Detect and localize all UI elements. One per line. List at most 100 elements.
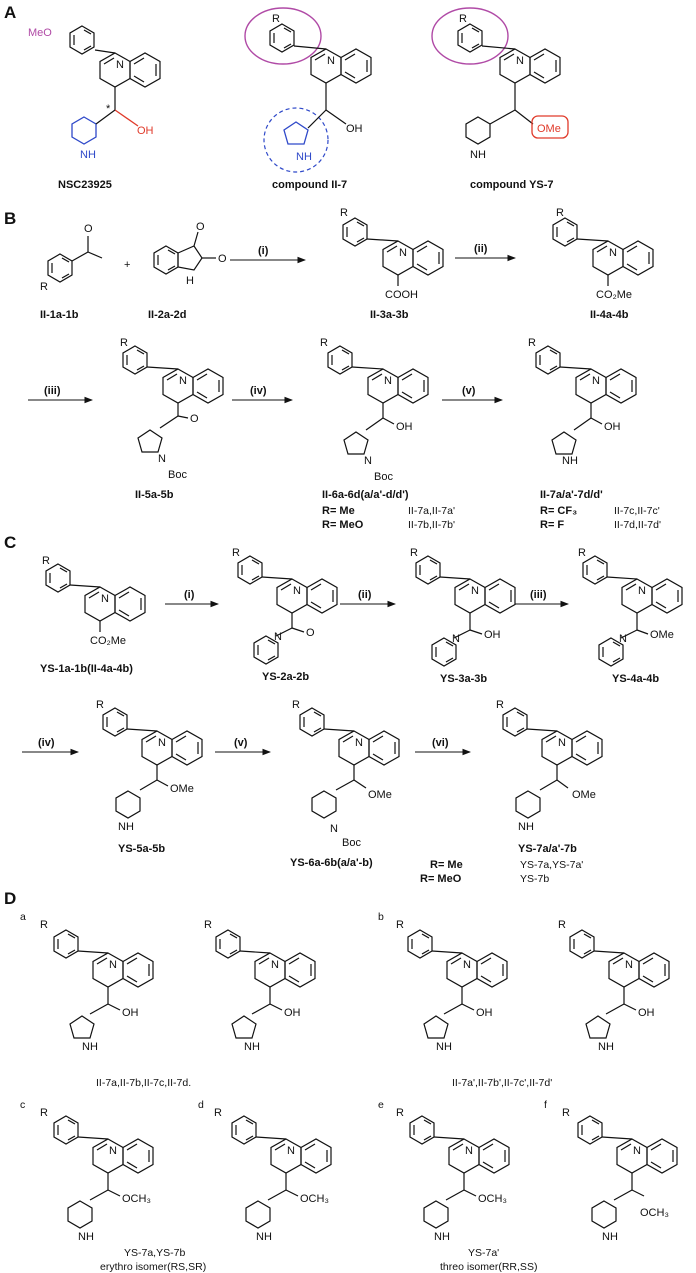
n-label: N [179, 375, 187, 387]
label-ii-5: II-5a-5b [135, 489, 174, 501]
cmpd-ii-7b: II-7b,II-7b' [408, 519, 455, 531]
r-label: R [562, 1107, 570, 1119]
step-iv: (iv) [38, 737, 55, 749]
n-label: N [609, 247, 617, 259]
meo-label: MeO [28, 27, 52, 39]
r-label: R [40, 1107, 48, 1119]
n-label: N [384, 375, 392, 387]
structure-ii-7b [535, 345, 637, 455]
nh-label: NH [598, 1041, 614, 1053]
n-label: N [516, 55, 524, 67]
r-me: R= Me [430, 859, 463, 871]
oh-label: OH [346, 123, 363, 135]
label-ii-4: II-4a-4b [590, 309, 629, 321]
n-label: N [116, 59, 124, 71]
label-ii-2: II-2a-2d [148, 309, 187, 321]
panel-b-letter: B [4, 209, 16, 228]
label-ii-3: II-3a-3b [370, 309, 409, 321]
step-iv: (iv) [250, 385, 267, 397]
co2me-label: CO₂Me [90, 635, 126, 647]
cmpd-ii-7a: II-7a,II-7a' [408, 505, 455, 517]
n-label: N [452, 633, 460, 645]
sub-c: c [20, 1099, 25, 1111]
sub-a: a [20, 911, 26, 923]
o-label: O [196, 221, 205, 233]
nh-label: NH [82, 1041, 98, 1053]
nh-label: NH [562, 455, 578, 467]
r-label: R [42, 555, 50, 567]
oh-label: OH [604, 421, 621, 433]
r-label: R [340, 207, 348, 219]
sub-d: d [198, 1099, 204, 1111]
label-ii-6: II-6a-6d(a/a'-d/d') [322, 489, 409, 501]
n-label: N [355, 737, 363, 749]
r-label: R [556, 207, 564, 219]
label-ys-4: YS-4a-4b [612, 673, 659, 685]
structure-ys-7b [502, 707, 603, 819]
r-me: R= Me [322, 505, 355, 517]
r-label: R [292, 699, 300, 711]
n-label: N [364, 455, 372, 467]
compound-ys-7: compound YS-7 [470, 179, 554, 191]
step-ii: (ii) [358, 589, 372, 601]
sub-f: f [544, 1099, 547, 1111]
n-label: N [399, 247, 407, 259]
n-label: N [625, 959, 633, 971]
o-label: O [306, 627, 315, 639]
step-iii: (iii) [530, 589, 547, 601]
r-label: R [120, 337, 128, 349]
structure-nsc23925 [69, 25, 161, 145]
r-label: R [396, 919, 404, 931]
label-ys-7: YS-7a/a'-7b [518, 843, 577, 855]
och3-label: OCH₃ [640, 1207, 669, 1219]
n-label: N [633, 1145, 641, 1157]
panel-a-letter: A [4, 3, 16, 22]
r-label: R [272, 13, 280, 25]
r-label: R [40, 281, 48, 293]
cmpd-ii-7d: II-7d,II-7d' [614, 519, 661, 531]
structure-ys-7 [431, 7, 569, 145]
r-meo: R= MeO [322, 519, 364, 531]
oh-label: OH [476, 1007, 493, 1019]
nh-label: NH [518, 821, 534, 833]
caption-threo: threo isomer(RR,SS) [440, 1261, 537, 1273]
step-ii: (ii) [474, 243, 488, 255]
step-vi: (vi) [432, 737, 449, 749]
n-label: N [109, 1145, 117, 1157]
nh-label: NH [244, 1041, 260, 1053]
ome-label: OMe [572, 789, 596, 801]
caption-ys7-threo-cmpd: YS-7a' [468, 1247, 499, 1259]
n-label: N [109, 959, 117, 971]
n-label: N [274, 631, 282, 643]
structure-ii-7 [244, 7, 372, 173]
r-label: R [214, 1107, 222, 1119]
n-label: N [619, 633, 627, 645]
oh-label: OH [122, 1007, 139, 1019]
r-label: R [459, 13, 467, 25]
compound-nsc23925: NSC23925 [58, 179, 112, 191]
cmpd-ys-7a: YS-7a,YS-7a' [520, 859, 583, 871]
boc-label: Boc [168, 469, 187, 481]
n-label: N [101, 593, 109, 605]
cmpd-ys-7b: YS-7b [520, 873, 549, 885]
r-meo: R= MeO [420, 873, 462, 885]
stereo-ys7-d [231, 1115, 332, 1229]
co2me-label: CO₂Me [596, 289, 632, 301]
caption-ii7-threo: II-7a',II-7b',II-7c',II-7d' [452, 1077, 552, 1089]
r-label: R [410, 547, 418, 559]
structure-ys-5 [102, 707, 203, 819]
structure-ii-6 [327, 345, 429, 455]
label-ys-6: YS-6a-6b(a/a'-b) [290, 857, 373, 869]
stereo-ii7-3 [407, 929, 508, 1039]
n-label: N [158, 737, 166, 749]
ome-label: OMe [650, 629, 674, 641]
n-label: N [465, 1145, 473, 1157]
label-ii-1: II-1a-1b [40, 309, 79, 321]
plus-sign: + [124, 259, 130, 271]
nh-label: NH [256, 1231, 272, 1243]
compound-ii-7: compound II-7 [272, 179, 347, 191]
n-label: N [638, 585, 646, 597]
step-i: (i) [184, 589, 195, 601]
sub-b: b [378, 911, 384, 923]
ome-label: OMe [170, 783, 194, 795]
